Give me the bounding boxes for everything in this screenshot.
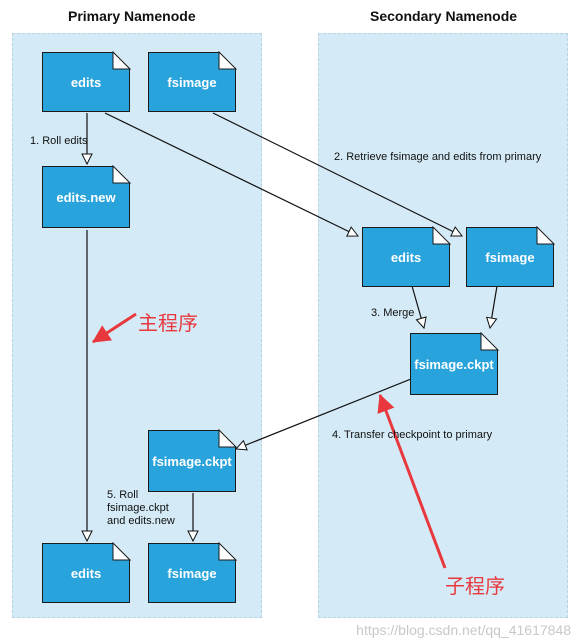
step4-label: 4. Transfer checkpoint to primary [332,429,493,441]
fold-primary-edits-final [112,541,132,561]
step1-label: 1. Roll edits [30,135,88,147]
arrow-transfer-checkpoint [236,376,417,449]
primary-edits-label: edits [70,74,102,90]
fold-secondary-edits [432,225,452,245]
primary-fsimage-label: fsimage [167,74,217,90]
step5-label-line3: and edits.new [107,515,175,527]
primary-namenode-panel [12,33,262,618]
primary-fsimage-ckpt-label: fsimage.ckpt [152,453,232,469]
fold-primary-fsimage-final [218,541,238,561]
arrow-retrieve-edits [104,112,358,236]
step5-label-line1: 5. Roll [107,489,139,501]
fold-primary-edits-new [112,164,132,184]
primary-edits-new-label: edits.new [56,189,116,205]
secondary-namenode-heading: Secondary Namenode [370,8,518,24]
fold-primary-fsimage-ckpt [218,428,238,448]
step2-label: 2. Retrieve fsimage and edits from prima… [334,151,542,163]
secondary-fsimage-label: fsimage [485,249,535,265]
arrow-merge-edits [411,285,424,328]
secondary-namenode-panel [318,33,568,618]
fold-secondary-fsimage-ckpt [480,331,500,351]
main-program-annotation: 主程序 [138,313,198,335]
watermark-text: https://blog.csdn.net/qq_41617848 [356,622,571,638]
main-program-pointer [92,312,137,344]
fold-secondary-fsimage [536,225,556,245]
fold-primary-edits [112,50,132,70]
arrow-retrieve-fsimage [212,112,462,236]
step3-label: 3. Merge [371,307,415,319]
sub-program-annotation: 子程序 [445,576,505,598]
primary-edits-final-label: edits [70,565,102,581]
primary-namenode-heading: Primary Namenode [68,8,196,24]
sub-program-pointer [377,393,447,569]
primary-fsimage-final-label: fsimage [167,565,217,581]
fold-primary-fsimage [218,50,238,70]
step5-label-line2: fsimage.ckpt [107,502,169,514]
arrow-merge-fsimage [490,285,498,328]
secondary-fsimage-ckpt-label: fsimage.ckpt [414,356,494,372]
secondary-edits-label: edits [390,249,422,265]
